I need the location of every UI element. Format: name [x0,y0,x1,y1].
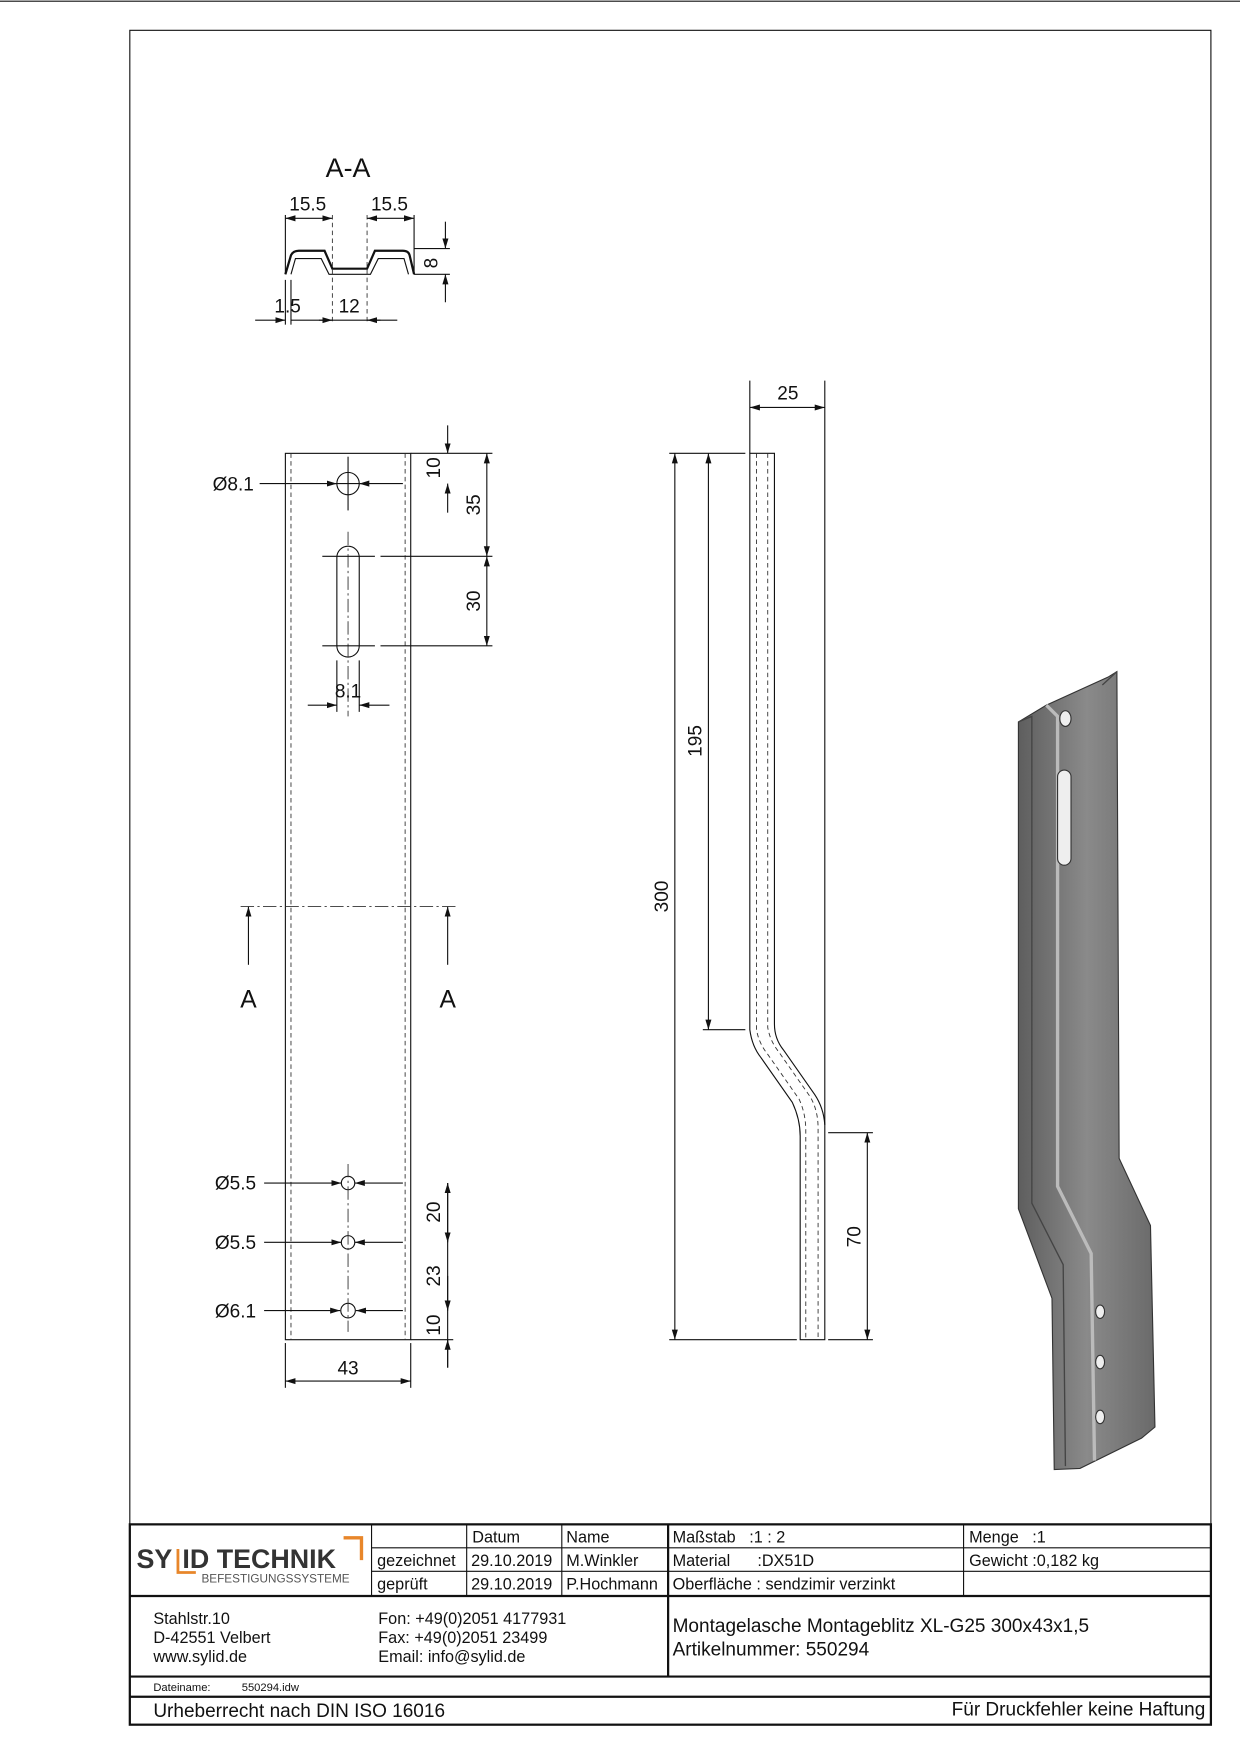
dim-slot-width: 8.1 [335,681,361,702]
title-block: SY ID TECHNIK BEFESTIGUNGSSYSTEME Datum … [128,1523,1213,1726]
disclaimer: Für Druckfehler keine Haftung [952,1700,1206,1721]
side-view: 25 300 195 70 [652,380,873,1341]
product-title: Montagelasche Montageblitz XL-G25 300x43… [673,1616,1090,1637]
email: Email: info@sylid.de [378,1648,525,1666]
address-line-1: Stahlstr.10 [153,1610,230,1628]
section-title: A-A [326,153,371,183]
dim-lower-length: 70 [845,1226,866,1247]
weight: Gewicht :0,182 kg [969,1552,1099,1570]
section-label-right: A [439,986,456,1013]
row-checked-name: P.Hochmann [566,1575,658,1593]
dim-center-width: 12 [339,296,360,317]
label-hole-2: Ø5.5 [215,1233,256,1254]
row-drawn-name: M.Winkler [566,1552,639,1570]
dim-top-offset: 10 [424,457,445,478]
front-view: Ø8.1 Ø5.5 Ø5.5 Ø6.1 8.1 10 35 30 20 [213,425,493,1388]
dim-right-width: 15.5 [371,194,408,215]
svg-text:SY: SY [137,1544,173,1574]
scale: Maßstab :1 : 2 [673,1528,786,1546]
label-hole-1: Ø5.5 [215,1174,256,1195]
hidden-line [756,453,807,1340]
dim-left-width: 15.5 [289,194,326,215]
profile-outline [284,249,416,275]
dim-bottom-1: 20 [424,1202,445,1223]
dim-offset-width: 25 [777,384,798,405]
dim-total-length: 300 [652,881,673,913]
profile-outline [749,452,826,1341]
filename: 550294.idw [242,1682,300,1694]
dim-slot-length: 30 [464,590,485,611]
dim-to-slot: 35 [464,494,485,515]
svg-text:ID TECHNIK: ID TECHNIK [182,1544,336,1574]
section-label-left: A [240,986,257,1013]
dim-height: 8 [422,258,443,269]
phone: Fon: +49(0)2051 4177931 [378,1610,566,1628]
hidden-line [767,453,819,1340]
profile-inner [290,258,410,275]
row-drawn-label: gezeichnet [377,1552,456,1570]
row-checked-date: 29.10.2019 [471,1575,552,1593]
header-date: Datum [472,1528,520,1546]
plate-outline [284,452,412,1341]
dim-upper-length: 195 [686,725,707,757]
copyright: Urheberrecht nach DIN ISO 16016 [153,1701,445,1722]
isometric-view [1017,670,1156,1471]
filename-label: Dateiname: [153,1682,210,1694]
material: Material :DX51D [673,1552,815,1570]
dim-width: 43 [337,1358,358,1379]
quantity: Menge :1 [969,1528,1046,1546]
fax: Fax: +49(0)2051 23499 [378,1629,547,1647]
website: www.sylid.de [152,1648,247,1666]
dim-bottom-2: 23 [424,1265,445,1286]
company-logo: SY ID TECHNIK BEFESTIGUNGSSYSTEME [137,1536,364,1586]
article-number: Artikelnummer: 550294 [673,1639,870,1660]
logo-tagline: BEFESTIGUNGSSYSTEME [201,1573,349,1586]
row-drawn-date: 29.10.2019 [471,1552,552,1570]
row-checked-label: geprüft [377,1575,428,1593]
surface: Oberfläche : sendzimir verzinkt [673,1575,896,1593]
label-hole-3: Ø6.1 [215,1301,256,1322]
dim-bottom-3: 10 [424,1315,445,1336]
section-view-a-a: A-A 15.5 15.5 8 1.5 12 [255,153,450,325]
header-name: Name [566,1528,609,1546]
label-hole-top: Ø8.1 [213,474,254,495]
dim-thickness: 1.5 [274,296,300,317]
address-line-2: D-42551 Velbert [153,1629,271,1647]
